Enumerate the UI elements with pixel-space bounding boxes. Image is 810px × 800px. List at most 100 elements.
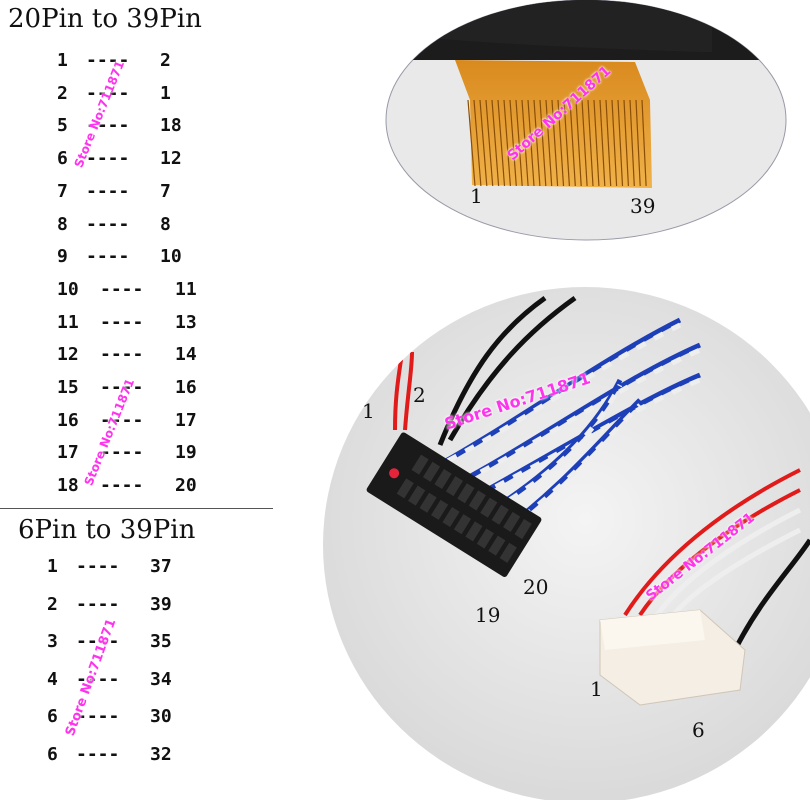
connector-cavity (434, 468, 452, 489)
pin-dash: ---- (100, 442, 144, 464)
pin-dash: ---- (100, 475, 144, 497)
fpc-trace (581, 99, 588, 187)
pin-source: 4 (47, 668, 58, 690)
connector-cavity (488, 535, 506, 556)
connector-cavity (476, 528, 494, 549)
pin-source: 6 (47, 743, 58, 765)
fpc-trace (599, 99, 606, 187)
pin-target: 30 (150, 706, 172, 727)
fpc-label-39: 39 (630, 194, 655, 218)
pin-dash: ---- (100, 409, 144, 431)
pin-source: 2 (57, 82, 68, 104)
connector-cavity (431, 499, 449, 520)
pin-target: 1 (160, 82, 171, 104)
pin-dash: ---- (100, 344, 144, 366)
pin-target: 11 (175, 278, 197, 300)
wire-harness-photo: 1 2 19 20 1 6 (323, 287, 810, 800)
pin-target: 19 (175, 442, 197, 464)
pin-target: 13 (175, 311, 197, 333)
pin-target: 17 (175, 409, 197, 431)
pin-dash: ---- (86, 148, 130, 170)
connector20-label-1: 1 (362, 399, 375, 423)
pin-source: 15 (57, 377, 79, 398)
title-20pin-to-39pin: 20Pin to 39Pin (8, 4, 202, 34)
pin-dash: ---- (76, 556, 120, 577)
fpc-trace (611, 99, 618, 187)
connector-cavity (408, 485, 426, 506)
fpc-trace (569, 99, 576, 187)
section-divider (0, 508, 273, 509)
pin-target: 10 (160, 246, 182, 268)
pin-target: 39 (150, 593, 172, 615)
pin-dash: ---- (100, 278, 144, 300)
fpc-cable-photo: 1 39 (385, 0, 787, 241)
connector-cavity (514, 519, 532, 540)
pin-source: 5 (57, 115, 68, 137)
fpc-trace (557, 99, 565, 187)
fpc-trace (533, 99, 541, 187)
fpc-trace (575, 99, 582, 187)
pin-source: 17 (57, 442, 79, 464)
pin-source: 12 (57, 344, 79, 366)
fpc-trace (467, 99, 476, 187)
fpc-trace (515, 99, 523, 187)
pin-dash: ---- (76, 631, 120, 652)
fpc-trace (617, 99, 624, 187)
pin-target: 14 (175, 344, 197, 366)
pin-target: 34 (150, 668, 172, 690)
pin-dash: ---- (76, 706, 120, 727)
pin-dash: ---- (100, 311, 144, 333)
connector-cavity (491, 504, 509, 525)
connector-cavity (453, 514, 472, 535)
connector6-label-1: 1 (590, 677, 603, 701)
fpc-trace (491, 99, 500, 187)
pin-dash: ---- (76, 668, 120, 690)
pin-dash: ---- (76, 593, 120, 615)
connector20-label-20: 20 (523, 575, 548, 599)
pin-source: 3 (47, 631, 58, 652)
connector-cavity (411, 454, 429, 475)
connector-cavity (465, 521, 483, 542)
pin-source: 1 (57, 50, 68, 71)
pin-target: 18 (160, 115, 182, 137)
pin-target: 20 (175, 475, 197, 497)
fpc-trace (503, 99, 511, 187)
pin-dash: ---- (86, 213, 130, 235)
title-6pin-to-39pin: 6Pin to 39Pin (18, 515, 196, 545)
pin-source: 1 (47, 556, 58, 577)
fpc-trace (641, 99, 647, 187)
connector20-label-19: 19 (475, 603, 500, 627)
pin-source: 6 (47, 706, 58, 727)
connector-cavity (499, 542, 517, 563)
connector-cavity (396, 478, 414, 499)
pin-target: 37 (150, 556, 172, 577)
connector-cavity (442, 507, 460, 528)
connector-cavity (457, 483, 475, 504)
connector-cavity (445, 476, 464, 497)
connector-cavity (422, 461, 441, 482)
pin-dash: ---- (86, 82, 130, 104)
pin-source: 8 (57, 213, 68, 235)
connector-cavity (419, 492, 437, 513)
connector-cavity (480, 497, 498, 518)
fpc-trace (563, 99, 570, 187)
fpc-label-1: 1 (470, 184, 483, 208)
pin-target: 12 (160, 148, 182, 170)
connector20-label-2: 2 (413, 383, 426, 407)
connector-20pin (366, 432, 542, 578)
pin-dash: ---- (100, 377, 144, 398)
pin-source: 10 (57, 278, 79, 300)
fpc-trace (635, 99, 641, 187)
pin-target: 32 (150, 743, 172, 765)
fpc-trace (539, 99, 547, 187)
fpc-trace (605, 99, 612, 187)
pin-source: 16 (57, 409, 79, 431)
fpc-trace (623, 99, 629, 187)
fpc-trace (587, 99, 594, 187)
fpc-trace (485, 99, 494, 187)
pin-target: 8 (160, 213, 171, 235)
connector-6pin (599, 609, 746, 706)
pin-source: 11 (57, 311, 79, 333)
connector6-label-6: 6 (692, 718, 705, 742)
